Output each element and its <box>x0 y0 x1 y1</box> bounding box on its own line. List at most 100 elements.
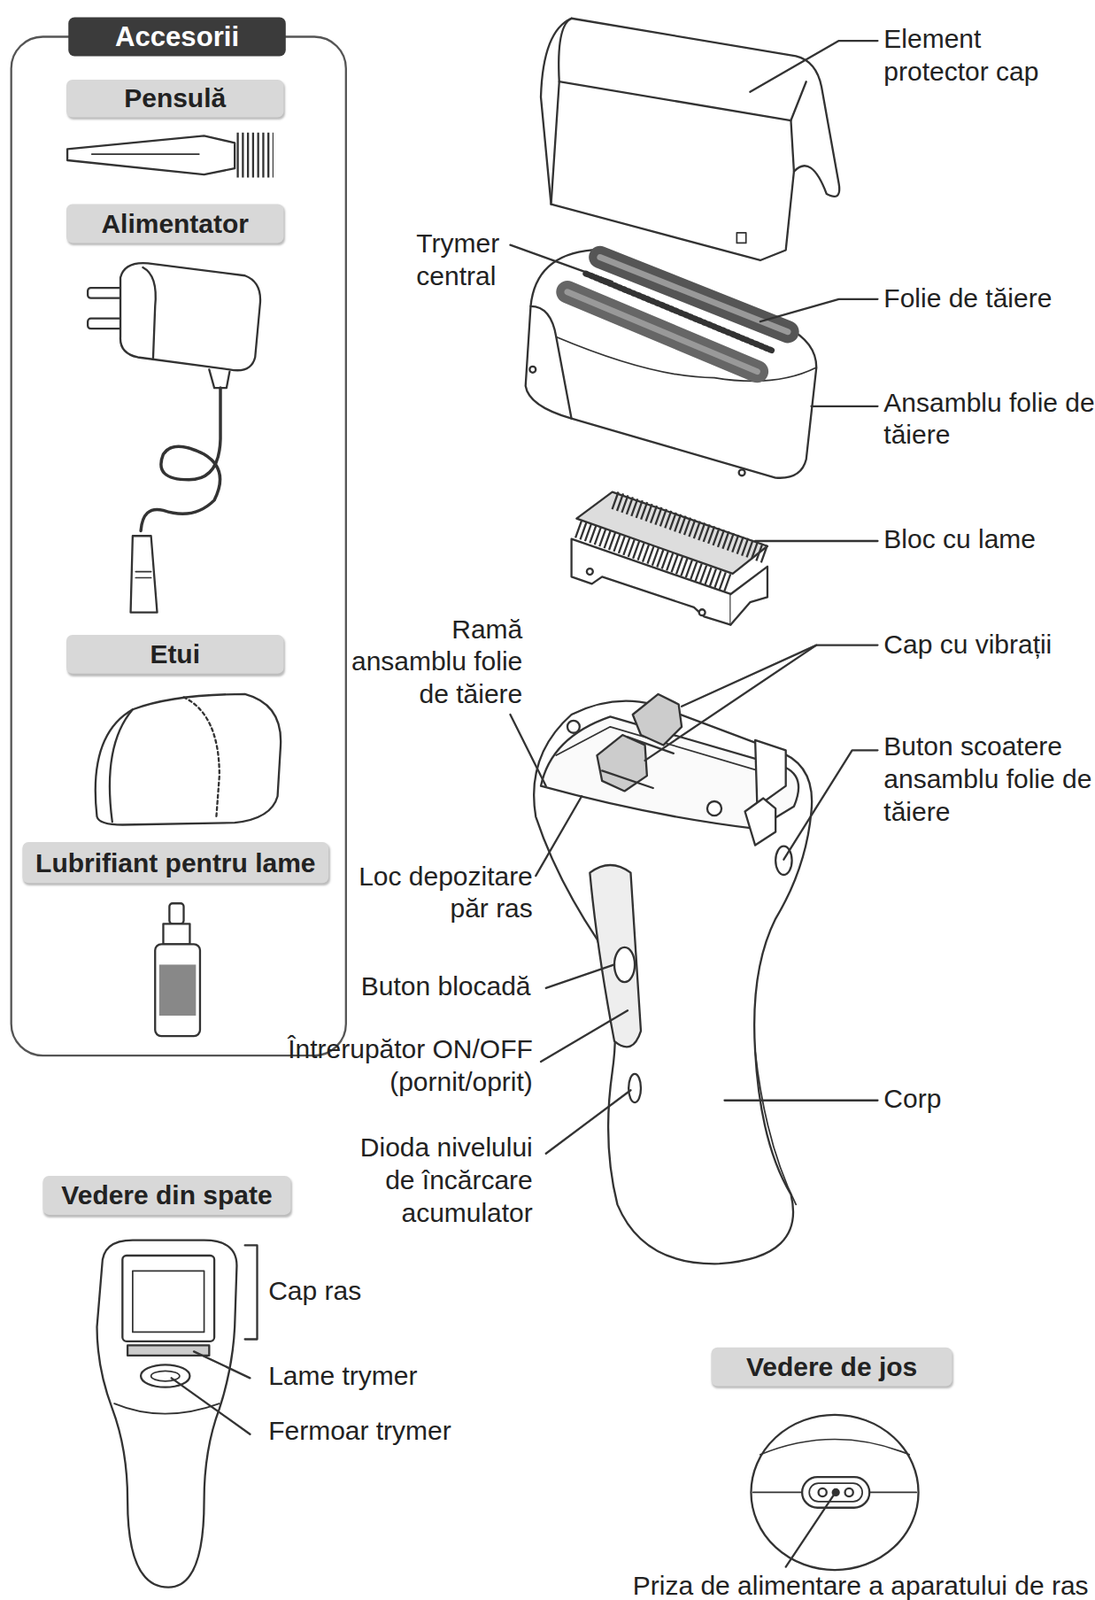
leader-line-part <box>724 1099 879 1102</box>
view-heading: Vedere de jos <box>711 1347 953 1387</box>
foil-assembly <box>525 249 818 478</box>
accessory-heading: Pensulă <box>66 79 285 118</box>
part-label: Cap ras <box>268 1273 362 1307</box>
oil-bottle-part <box>159 963 197 1016</box>
leader-line-part <box>749 40 878 93</box>
leader-line-part <box>535 795 582 876</box>
blade-block <box>571 492 768 625</box>
part-label: Folie de tăiere <box>883 281 1052 315</box>
foil-assembly-part <box>567 292 757 372</box>
protector-cap-part <box>551 18 572 205</box>
shaver-body-part <box>601 736 674 788</box>
part-label: Dioda nivelului de încărcare acumulator <box>348 1130 533 1229</box>
bottom-view-shaver-part <box>809 1482 863 1502</box>
bottom-view-shaver-part <box>801 1476 870 1508</box>
blade-block-part <box>730 566 768 625</box>
part-label: Ansamblu folie de tăiere <box>883 385 1095 452</box>
accessory-heading: Lubrifiant pentru lame <box>22 841 329 883</box>
part-label: Trymer central <box>416 226 529 293</box>
part-label: Buton blocadă <box>326 969 532 1003</box>
leader-line-part <box>645 645 818 761</box>
heading-text: Vedere din spate <box>42 1175 291 1215</box>
rear-view-shaver-part <box>132 1270 205 1332</box>
charger-part <box>135 577 151 579</box>
leader-line-part <box>509 245 612 283</box>
part-label: Corp <box>883 1081 941 1115</box>
shaver-body-part <box>614 947 635 982</box>
blade-block-part <box>699 609 706 616</box>
part-label: Lame trymer <box>268 1359 417 1393</box>
bottom-view-shaver-part <box>869 1491 917 1494</box>
leader-line-part <box>755 539 878 542</box>
bottom-view-shaver-part <box>845 1488 854 1496</box>
part-label: Ramă ansamblu folie de tăiere <box>339 612 524 711</box>
heading-text: Pensulă <box>66 79 285 118</box>
accessory-heading: Etui <box>66 634 285 674</box>
shaver-body-part <box>745 798 777 846</box>
leader-line-part <box>811 405 879 408</box>
leader-line-part <box>760 299 879 322</box>
leader-line-part <box>509 714 546 787</box>
charger-part <box>135 570 151 573</box>
bottom-view-shaver-part <box>760 1439 910 1455</box>
foil-assembly-part <box>530 306 571 419</box>
leader-line-part <box>540 1010 628 1062</box>
view-heading: Vedere din spate <box>42 1175 291 1215</box>
rear-view-shaver <box>97 1240 238 1588</box>
foil-assembly-part <box>739 469 746 476</box>
travel-case-part <box>109 709 133 822</box>
oil-bottle-part <box>154 943 201 1036</box>
accessory-heading: Alimentator <box>66 204 285 244</box>
shaver-body-part <box>755 1050 796 1204</box>
oil-bottle <box>154 902 201 1036</box>
accessories-panel: AccesoriiPensulăAlimentatorEtuiLubrifian… <box>10 35 348 1057</box>
charger-part <box>131 535 158 612</box>
protector-cap-part <box>790 120 794 172</box>
part-label: Priza de alimentare a aparatului de ras <box>632 1568 1089 1600</box>
protector-cap-part <box>736 232 746 244</box>
part-label: Întrerupător ON/OFF (pornit/oprit) <box>267 1033 533 1099</box>
foil-assembly-part <box>529 366 536 373</box>
shaver-body-part <box>567 720 580 733</box>
leader-line-part <box>681 645 878 707</box>
foil-assembly-part <box>525 249 818 478</box>
shaver-body-part <box>632 694 682 746</box>
leader-line <box>171 40 879 1566</box>
leader-line-part <box>786 1493 835 1567</box>
leader-line-part <box>783 749 878 859</box>
travel-case <box>95 694 281 826</box>
charger-part <box>142 267 155 360</box>
brush-part <box>236 132 274 178</box>
heading-text: Vedere de jos <box>711 1347 953 1387</box>
protector-cap-part <box>540 18 840 261</box>
oil-bottle-part <box>162 923 190 944</box>
shaver-body-part <box>628 1073 641 1103</box>
brush-part <box>67 135 235 175</box>
shaver-body-part <box>707 801 722 816</box>
part-label: Bloc cu lame <box>883 522 1036 556</box>
charger-part <box>208 369 230 388</box>
leader-line-part <box>546 1089 632 1153</box>
bottom-view-shaver-part <box>818 1488 827 1496</box>
shaver-body-part <box>589 864 641 1047</box>
travel-case-part <box>95 694 281 826</box>
shaver-body-part <box>533 701 812 1265</box>
leader-line-part <box>546 963 615 988</box>
heading-text: Lubrifiant pentru lame <box>22 841 329 883</box>
leader-line-part <box>171 1377 251 1434</box>
part-label: Cap cu vibrații <box>883 627 1052 661</box>
shaver-body <box>533 694 812 1264</box>
charger-part <box>87 287 125 299</box>
charger-part <box>87 318 125 330</box>
rear-view-shaver-part <box>140 1364 190 1387</box>
rear-view-shaver-part <box>97 1240 238 1588</box>
charger-part <box>140 387 221 531</box>
rear-view-shaver-part <box>122 1255 215 1342</box>
bottom-view-shaver-part <box>753 1491 802 1494</box>
travel-case-part <box>184 696 220 817</box>
leader-line-part <box>245 1244 258 1339</box>
part-label: Fermoar trymer <box>268 1413 452 1447</box>
charger <box>87 262 261 613</box>
part-label: Element protector cap <box>883 22 1088 88</box>
